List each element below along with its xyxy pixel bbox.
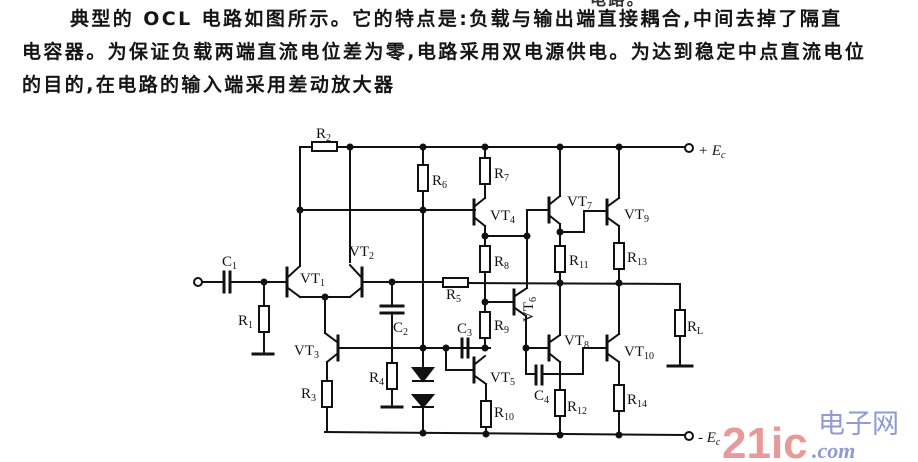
watermark-logo: 21ic 电子网 .com (722, 409, 899, 462)
resistor-r14 (613, 384, 625, 412)
diode-1 (410, 367, 436, 383)
resistor-rl (674, 309, 686, 337)
resistor-r1 (258, 305, 270, 333)
negative-rail (323, 430, 694, 441)
label-positive-supply: + Ec (698, 143, 726, 161)
label-vt5: VT5 (490, 370, 515, 388)
label-vt4: VT4 (490, 208, 515, 226)
resistor-r5 (442, 277, 469, 288)
text-line-1a: 典型的 OCL 电路如图 (70, 8, 288, 30)
text-line-1b: 所示。它的特点是:负载与输出端直接耦合,中间去掉了隔直 (288, 8, 843, 30)
resistor-r13 (613, 242, 625, 270)
label-r9: R9 (494, 318, 509, 336)
transistor-vt10 (605, 332, 621, 364)
label-vt1: VT1 (300, 271, 325, 289)
label-vt6: VT6 (521, 297, 539, 322)
label-r7: R7 (494, 166, 509, 184)
label-vt3: VT3 (294, 343, 319, 361)
label-rl: RL (687, 319, 703, 337)
label-r2: R2 (316, 126, 331, 144)
diode-2 (410, 394, 436, 409)
label-c4: C4 (534, 388, 549, 406)
label-vt8: VT8 (564, 333, 589, 351)
resistor-r9 (479, 311, 491, 339)
label-vt10: VT10 (624, 344, 654, 362)
transistor-vt3 (323, 331, 491, 364)
transistor-vt7 (547, 194, 562, 226)
resistor-r2 (311, 141, 338, 152)
text-line-2: 电容器。为保证负载两端直流电位差为零,电路采用双电源供电。为达到稳定中点直流电位 (22, 41, 867, 63)
resistor-r6 (417, 164, 429, 192)
text-line-top-fragment: 电路。 (590, 0, 645, 10)
resistor-r4 (386, 362, 398, 390)
label-r10: R10 (494, 405, 514, 423)
transistor-vt9 (605, 196, 621, 228)
resistor-r12 (554, 389, 566, 417)
label-r12: R12 (567, 399, 587, 417)
label-r1: R1 (238, 313, 253, 331)
transistor-vt5 (472, 354, 488, 386)
positive-terminal (684, 143, 694, 153)
label-r8: R8 (494, 254, 509, 272)
transistor-vt8 (547, 333, 562, 364)
positive-rail (299, 143, 694, 153)
input-terminal (193, 277, 203, 287)
transistor-vt6 (512, 286, 529, 318)
watermark-number: 21ic (722, 419, 808, 462)
transistor-vt4 (472, 196, 487, 228)
label-r4: R4 (369, 370, 384, 388)
label-c1: C1 (222, 254, 237, 272)
resistor-r7 (479, 157, 491, 185)
resistor-r8 (479, 245, 491, 273)
label-r6: R6 (432, 173, 447, 191)
label-vt2: VT2 (349, 244, 374, 262)
label-vt9: VT9 (624, 207, 649, 225)
resistor-r3 (321, 380, 333, 408)
label-r14: R14 (627, 392, 647, 410)
label-vt7: VT7 (567, 194, 592, 212)
negative-terminal (684, 431, 694, 441)
label-negative-supply: - Ec (698, 430, 721, 448)
transistor-vt1 (285, 209, 302, 299)
label-r3: R3 (301, 386, 316, 404)
label-r5: R5 (446, 287, 461, 305)
watermark-domain: .com (812, 438, 855, 462)
resistor-r10 (480, 400, 492, 428)
text-line-3: 的目的,在电路的输入端采用差动放大器 (22, 74, 396, 96)
label-r13: R13 (627, 250, 647, 268)
watermark-chinese: 电子网 (818, 409, 899, 440)
label-c2: C2 (393, 320, 408, 338)
label-c3: C3 (457, 321, 472, 339)
label-r11: R11 (569, 253, 589, 271)
resistor-r11 (554, 245, 566, 273)
